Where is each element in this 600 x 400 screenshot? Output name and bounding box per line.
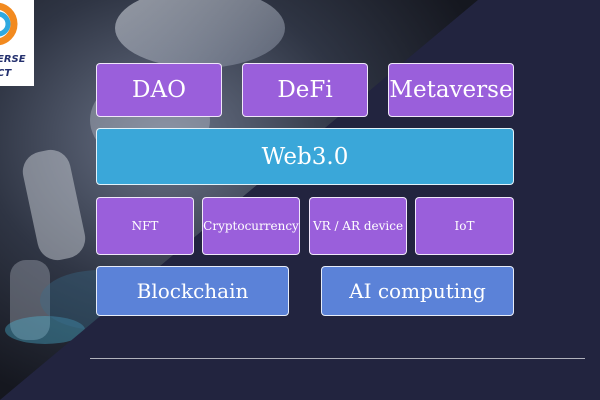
cryptocurrency-box: Cryptocurrency: [202, 197, 300, 255]
dao-box: DAO: [96, 63, 222, 117]
logo-text-line-2: CT: [0, 68, 12, 79]
nft-box: NFT: [96, 197, 194, 255]
logo: ERSE CT: [0, 0, 34, 86]
logo-ring-icon: [0, 2, 18, 46]
blockchain-box: Blockchain: [96, 266, 289, 316]
ai-computing-box: AI computing: [321, 266, 514, 316]
vr-ar-device-box: VR / AR device: [309, 197, 407, 255]
divider-line: [90, 358, 585, 359]
metaverse-box: Metaverse: [388, 63, 514, 117]
defi-box: DeFi: [242, 63, 368, 117]
web3-box: Web3.0: [96, 128, 514, 185]
iot-box: IoT: [415, 197, 514, 255]
logo-text-line-1: ERSE: [0, 54, 26, 65]
